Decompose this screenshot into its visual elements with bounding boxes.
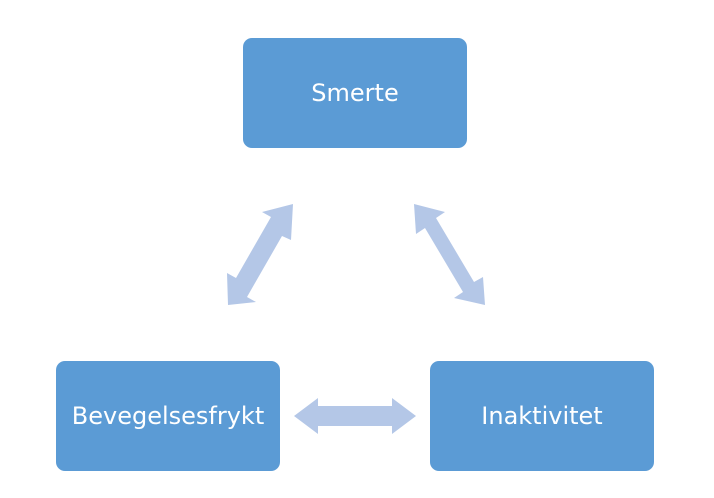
- node-smerte: Smerte: [243, 38, 467, 148]
- node-bevegelsesfrykt-label: Bevegelsesfrykt: [71, 402, 265, 430]
- node-smerte-label: Smerte: [311, 79, 399, 107]
- arrow-bevegelsesfrykt-inaktivitet: [294, 398, 416, 434]
- node-inaktivitet-label: Inaktivitet: [481, 402, 603, 430]
- arrow-smerte-inaktivitet: [414, 204, 485, 305]
- node-bevegelsesfrykt: Bevegelsesfrykt: [56, 361, 280, 471]
- node-inaktivitet: Inaktivitet: [430, 361, 654, 471]
- arrow-smerte-bevegelsesfrykt: [227, 204, 293, 305]
